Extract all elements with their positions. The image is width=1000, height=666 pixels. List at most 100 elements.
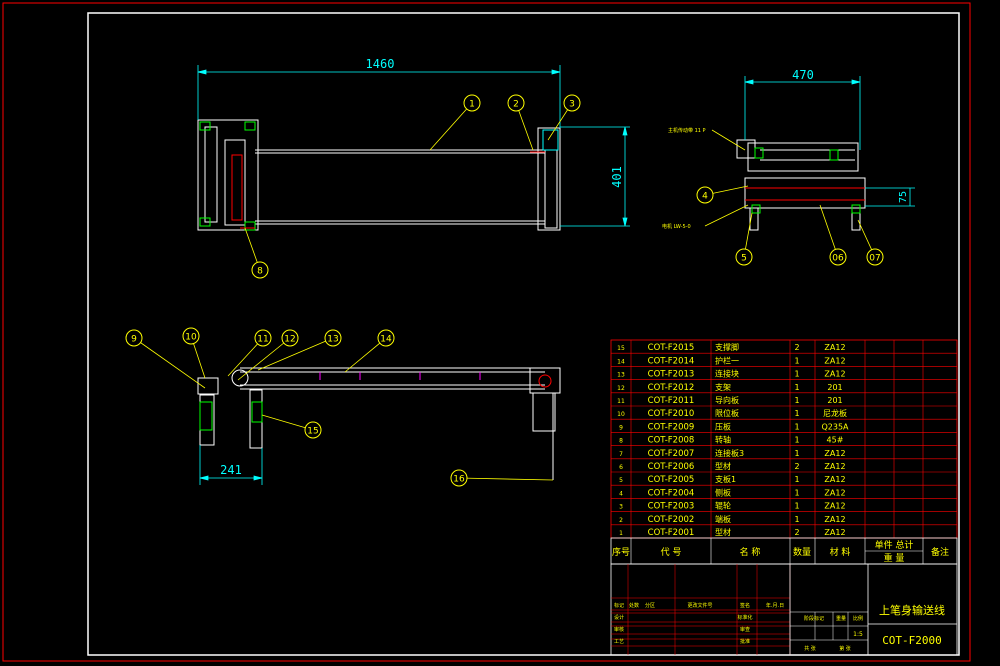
table-cell: 201	[827, 383, 842, 392]
table-cell: ZA12	[824, 528, 845, 537]
table-cell: 限位板	[715, 408, 739, 418]
end-view-dimensions	[744, 76, 915, 207]
note-upper-leader	[711, 129, 746, 151]
balloon-label: 16	[453, 475, 465, 485]
front-view	[197, 367, 561, 480]
title-block: 标记处数分区更改文件号签名年.月.日设计标准化审核审查工艺批准阶段标记重量比例共…	[610, 563, 958, 656]
balloon-14: 14	[344, 329, 395, 373]
table-cell: COT-F2013	[648, 370, 695, 380]
balloon-15: 15	[261, 414, 322, 439]
balloon-11: 11	[227, 329, 272, 377]
title-block-label: 签名	[740, 602, 750, 609]
table-cell: COT-F2009	[648, 422, 695, 432]
table-cell: 连接块	[715, 369, 739, 379]
table-cell: COT-F2005	[648, 475, 695, 485]
title-block-label: 1:5	[853, 631, 863, 638]
title-block-label: 审核	[614, 626, 624, 633]
table-cell: 4	[619, 490, 623, 497]
title-block-label: 标准化	[737, 614, 752, 621]
table-cell: 1	[794, 515, 799, 524]
table-cell: 端板	[715, 514, 731, 524]
balloon-1: 1	[429, 94, 481, 151]
table-cell: 护栏一	[715, 355, 739, 365]
table-cell: 尼龙板	[823, 408, 847, 418]
table-cell: 7	[619, 451, 623, 458]
table-cell: 45#	[827, 436, 844, 445]
table-cell: COT-F2006	[648, 462, 695, 472]
title-block-label: 年.月.日	[766, 602, 784, 609]
title-block-label: 共 张	[804, 645, 816, 652]
table-cell: ZA12	[824, 370, 845, 379]
table-cell: 201	[827, 396, 842, 405]
table-cell: 辊轮	[715, 501, 731, 511]
table-cell: 1	[794, 370, 799, 379]
table-cell: 1	[794, 422, 799, 431]
table-cell: 1	[794, 436, 799, 445]
balloon-label: 1	[469, 100, 475, 110]
title-block-label: 工艺	[614, 639, 624, 645]
end-view	[736, 139, 866, 231]
title-block-label: 更改文件号	[687, 602, 712, 609]
table-cell: 压板	[715, 421, 731, 431]
dim-length: 1460	[366, 57, 395, 71]
table-header-cell: 材 料	[830, 546, 851, 558]
title-block-frame	[610, 563, 958, 656]
table-header-cell: 重 量	[884, 552, 905, 564]
title-block-label: 处数	[629, 602, 639, 609]
balloon-label: 15	[307, 427, 318, 437]
table-cell: 1	[794, 409, 799, 418]
table-cell: ZA12	[824, 356, 845, 365]
table-header-cell: 序号	[612, 546, 630, 558]
balloon-label: 11	[257, 335, 268, 345]
top-view	[197, 119, 561, 231]
balloon-5: 5	[735, 212, 753, 266]
table-cell: 11	[617, 398, 625, 405]
table-cell: 2	[794, 462, 799, 471]
table-cell: 1	[794, 475, 799, 484]
table-cell: ZA12	[824, 343, 845, 352]
table-cell: 2	[794, 343, 799, 352]
table-cell: COT-F2004	[648, 488, 695, 498]
table-cell: 侧板	[715, 487, 731, 497]
title-block-label: 比例	[853, 615, 863, 622]
table-header-cell: 备注	[931, 546, 949, 558]
table-header-cell: 名 称	[740, 546, 761, 558]
title-block-label: 标记	[614, 602, 624, 609]
title-block-label: 设计	[614, 614, 624, 621]
table-cell: 13	[617, 372, 625, 379]
table-cell: ZA12	[824, 462, 845, 471]
dim-offset: 75	[898, 191, 909, 203]
dim-support-span: 241	[220, 463, 242, 477]
table-row: 13 COT-F2013 连接块 1 ZA12	[617, 369, 845, 380]
table-cell: COT-F2011	[648, 396, 695, 406]
table-cell: 支撑脚	[715, 342, 739, 352]
table-cell: COT-F2008	[648, 436, 695, 446]
table-cell: COT-F2014	[648, 356, 695, 366]
table-cell: 12	[617, 385, 625, 392]
table-cell: ZA12	[824, 488, 845, 497]
table-header-cell: 数量	[793, 546, 811, 558]
top-view-dimensions	[197, 65, 630, 227]
table-cell: 8	[619, 438, 623, 445]
table-cell: COT-F2001	[648, 528, 695, 538]
table-cell: ZA12	[824, 449, 845, 458]
balloon-2: 2	[507, 94, 534, 151]
balloon-4: 4	[696, 185, 749, 204]
title-block-label: 阶段标记	[804, 615, 824, 622]
table-cell: ZA12	[824, 515, 845, 524]
table-cell: 1	[794, 396, 799, 405]
balloon-label: 06	[832, 254, 844, 264]
table-cell: COT-F2010	[648, 409, 695, 419]
table-header-cell: 代 号	[661, 547, 682, 558]
balloon-16: 16	[450, 469, 554, 487]
note-lower-leader	[704, 204, 749, 227]
